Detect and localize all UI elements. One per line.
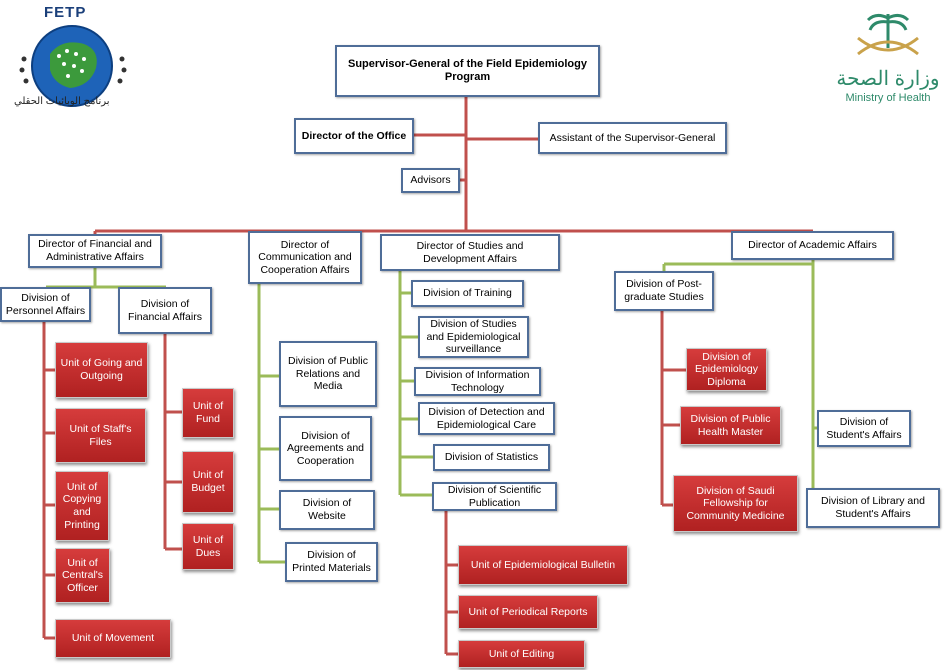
palm-swords-icon	[857, 13, 919, 56]
division-statistics-box: Division of Statistics	[433, 444, 550, 471]
director-financial-admin-box: Director of Financial and Administrative…	[28, 234, 162, 268]
moh-logo-arabic: وزارة الصحة	[836, 68, 940, 90]
unit-movement-box: Unit of Movement	[55, 619, 171, 658]
division-financial-box: Division of Financial Affairs	[118, 287, 212, 334]
director-studies-dev-box: Director of Studies and Development Affa…	[380, 234, 560, 271]
division-training-box: Division of Training	[411, 280, 524, 307]
director-communication-box: Director of Communication and Cooperatio…	[248, 231, 362, 284]
division-library-box: Division of Library and Student's Affair…	[806, 488, 940, 528]
advisors-box: Advisors	[401, 168, 460, 193]
moh-logo: وزارة الصحة Ministry of Health	[832, 8, 944, 108]
fetp-globe-icon	[19, 25, 127, 107]
division-postgrad-box: Division of Post-graduate Studies	[614, 271, 714, 311]
fetp-logo: FETP برنامج الوبائيات الحقلي	[4, 4, 144, 119]
division-website-box: Division of Website	[279, 490, 375, 530]
fetp-logo-text: FETP	[44, 4, 87, 21]
unit-fund-box: Unit of Fund	[182, 388, 234, 438]
division-public-relations-box: Division of Public Relations and Media	[279, 341, 377, 407]
fetp-logo-arabic: برنامج الوبائيات الحقلي	[14, 96, 110, 107]
unit-staff-files-box: Unit of Staff's Files	[55, 408, 146, 463]
unit-going-outgoing-box: Unit of Going and Outgoing	[55, 342, 148, 398]
division-info-tech-box: Division of Information Technology	[414, 367, 541, 396]
unit-editing-box: Unit of Editing	[458, 640, 585, 668]
unit-central-officer-box: Unit of Central's Officer	[55, 548, 110, 603]
director-office-box: Director of the Office	[294, 118, 414, 154]
division-detection-box: Division of Detection and Epidemiologica…	[418, 402, 555, 435]
division-personnel-box: Division of Personnel Affairs	[0, 287, 91, 322]
unit-dues-box: Unit of Dues	[182, 523, 234, 570]
unit-budget-box: Unit of Budget	[182, 451, 234, 513]
moh-logo-english: Ministry of Health	[845, 92, 931, 104]
division-epi-diploma-box: Division of Epidemiology Diploma	[686, 348, 767, 391]
division-studies-surveillance-box: Division of Studies and Epidemiological …	[418, 316, 529, 358]
division-saudi-fellowship-box: Division of Saudi Fellowship for Communi…	[673, 475, 798, 532]
director-academic-box: Director of Academic Affairs	[731, 231, 894, 260]
division-students-affairs-box: Division of Student's Affairs	[817, 410, 911, 447]
supervisor-general-box: Supervisor-General of the Field Epidemio…	[335, 45, 600, 97]
unit-copying-printing-box: Unit of Copying and Printing	[55, 471, 109, 541]
unit-periodical-reports-box: Unit of Periodical Reports	[458, 595, 598, 629]
division-agreements-box: Division of Agreements and Cooperation	[279, 416, 372, 481]
unit-epidemiological-bulletin-box: Unit of Epidemiological Bulletin	[458, 545, 628, 585]
assistant-supervisor-box: Assistant of the Supervisor-General	[538, 122, 727, 154]
division-printed-box: Division of Printed Materials	[285, 542, 378, 582]
division-scientific-publication-box: Division of Scientific Publication	[432, 482, 557, 511]
division-public-health-master-box: Division of Public Health Master	[680, 406, 781, 445]
